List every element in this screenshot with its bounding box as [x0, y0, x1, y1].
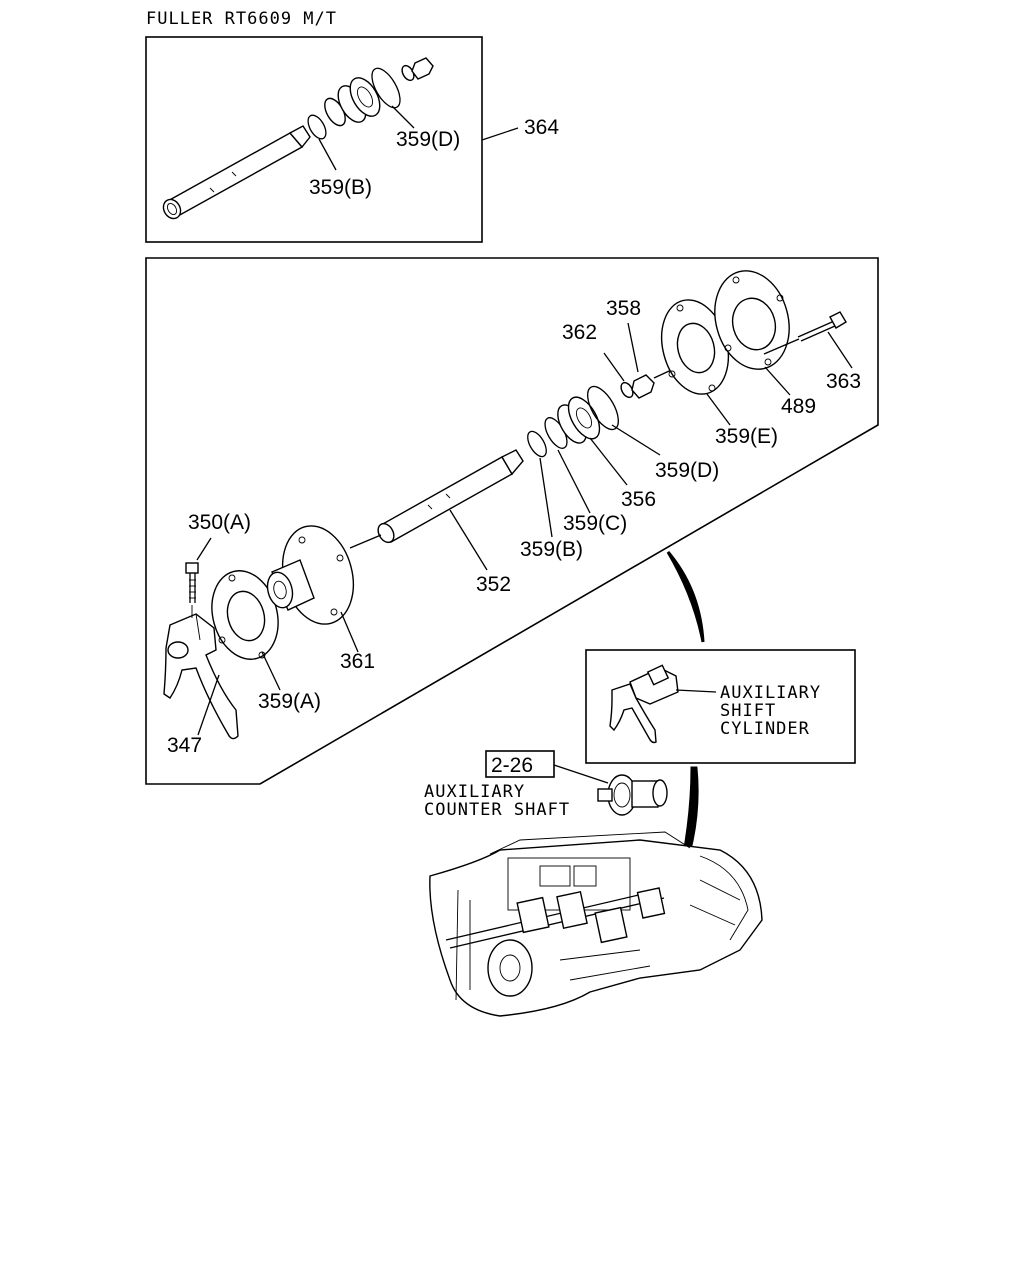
- label-359d-top: 359(D): [396, 128, 460, 151]
- label-358: 358: [606, 297, 641, 320]
- piston-illustration: [324, 77, 381, 127]
- housing-361-illustration: [266, 525, 354, 625]
- reference-label: 2-26: [491, 754, 533, 777]
- main-exploded-box: 350(A) 347 359(A) 361 352 359(B) 359(C) …: [145, 257, 879, 785]
- reference-2-26[interactable]: 2-26: [485, 750, 555, 778]
- aux-counter-line2: COUNTER SHAFT: [424, 800, 570, 820]
- label-489: 489: [781, 395, 816, 418]
- nut-top-icon: [411, 57, 434, 80]
- aux-counter-shaft-gear-icon: [597, 774, 668, 816]
- o-ring-359b-top: [307, 114, 327, 140]
- bolt-363-illustration: [763, 311, 847, 355]
- label-359e: 359(E): [715, 425, 778, 448]
- o-ring-359b: [527, 430, 547, 458]
- assembly-364-box: 359(B) 359(D) 364: [145, 36, 559, 243]
- gasket-359a-illustration: [211, 570, 279, 660]
- main-frame: [145, 257, 879, 785]
- label-362: 362: [562, 321, 597, 344]
- gasket-359e-illustration: [660, 299, 730, 395]
- reference-box[interactable]: [485, 750, 555, 778]
- piston-356-illustration: [557, 396, 601, 444]
- label-359b: 359(B): [520, 538, 583, 561]
- aux-shift-cylinder-box: AUXILIARY SHIFT CYLINDER: [585, 649, 856, 764]
- o-ring-359d-top: [371, 67, 401, 109]
- washer-362-icon: [620, 381, 634, 399]
- aux-shift-cylinder-frame: [585, 649, 856, 764]
- shift-fork-347-illustration: [163, 613, 239, 740]
- label-352: 352: [476, 573, 511, 596]
- label-359c: 359(C): [563, 512, 627, 535]
- label-363: 363: [826, 370, 861, 393]
- o-ring-359d: [587, 385, 619, 431]
- label-361: 361: [340, 650, 375, 673]
- aux-shift-line3: CYLINDER: [720, 719, 810, 739]
- cover-489-illustration: [714, 270, 790, 370]
- label-359d: 359(D): [655, 459, 719, 482]
- aux-shift-line1: AUXILIARY: [720, 683, 821, 703]
- label-347: 347: [167, 734, 202, 757]
- label-350a: 350(A): [188, 511, 251, 534]
- label-359a: 359(A): [258, 690, 321, 713]
- transmission-illustration: [429, 831, 763, 1017]
- aux-counter-line1: AUXILIARY: [424, 782, 525, 802]
- shaft-tube-illustration: [162, 125, 311, 220]
- aux-shift-line2: SHIFT: [720, 701, 776, 721]
- nut-358-icon: [631, 374, 655, 399]
- label-356: 356: [621, 488, 656, 511]
- aux-cylinder-icon: [609, 664, 717, 744]
- diagram-title: FULLER RT6609 M/T: [146, 9, 337, 29]
- label-364: 364: [524, 116, 559, 139]
- label-359b-top: 359(B): [309, 176, 372, 199]
- swoosh-arrow-upper: [666, 551, 705, 643]
- shaft-352-illustration: [349, 449, 524, 549]
- bolt-350a-illustration: [185, 562, 199, 618]
